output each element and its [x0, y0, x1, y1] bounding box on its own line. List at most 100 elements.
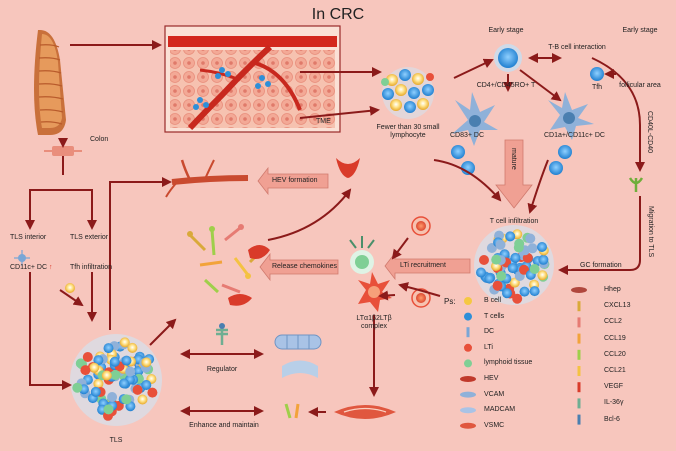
cell-dot	[110, 370, 121, 380]
lt-complex-label: LTα1β2LTβ complex	[356, 315, 392, 330]
cell-dot	[101, 370, 112, 381]
legend-item-label: VSMC	[484, 421, 505, 429]
colon-illustration	[34, 30, 66, 135]
ccl20-icon	[577, 349, 581, 360]
cell-dot	[103, 404, 114, 415]
cell-dot	[133, 366, 144, 376]
legend-item-label: VEGF	[604, 383, 624, 391]
legend-item-label: VCAM	[484, 390, 505, 398]
legend-item-label: MADCAM	[484, 406, 516, 414]
cell-dot	[529, 286, 540, 297]
cell-dot	[137, 394, 148, 405]
lti-complex-cell	[358, 272, 392, 312]
cd83-dc-cell	[452, 92, 498, 146]
hev-formation-arrow	[257, 166, 329, 196]
cell-dot	[72, 382, 83, 393]
regulator-label: Regulator	[206, 366, 238, 373]
hhep-icon	[571, 287, 587, 293]
cell-dot	[510, 252, 521, 263]
lymphoid-tissue-icon	[464, 359, 472, 368]
t-cell-infiltration-label: T cell infiltration	[489, 218, 539, 225]
cell-dot	[147, 387, 158, 398]
cell-dot	[519, 264, 529, 275]
ccl21-icon	[577, 366, 581, 376]
cd4-t-cell	[494, 44, 522, 72]
cell-dot	[93, 378, 104, 389]
enhance-maintain-label: Enhance and maintain	[189, 422, 259, 429]
legend-item-label: Hhep	[604, 286, 621, 293]
tls-label: TLS	[109, 437, 123, 444]
tls-interior-label: TLS interior	[10, 234, 47, 241]
release-chemokines-arrow	[259, 252, 339, 282]
t-cell-icon	[464, 312, 472, 321]
tb-interaction-label: T-B cell interaction	[548, 44, 606, 51]
cd4-cd45ro-label: CD4+/CD45RO+ T	[476, 82, 536, 89]
bcl6-receptor-symbol	[628, 177, 644, 192]
ccl19-icon	[577, 333, 581, 344]
legend-item-label: CXCL13	[604, 302, 631, 310]
cell-dot	[529, 264, 540, 274]
cell-dot	[537, 242, 547, 252]
cell-dot	[109, 356, 120, 367]
cell-dot	[103, 343, 114, 354]
cell-dot	[127, 342, 138, 353]
chemokine-pair-bottom	[284, 403, 300, 419]
t-cells-infiltration-left	[451, 145, 475, 175]
legend-item-label: B cell	[484, 297, 502, 304]
vegf-symbol	[336, 158, 360, 178]
small-lymphocyte-cluster	[381, 67, 434, 119]
cell-dot	[495, 239, 506, 250]
cell-dot	[90, 386, 101, 397]
vcam-symbol	[274, 334, 322, 350]
cd11c-dc-icon-small	[14, 250, 30, 266]
legend-item-label: HEV	[484, 375, 499, 382]
legend-item-label: lymphoid tissue	[484, 359, 533, 367]
legend-item-label: T cells	[484, 312, 505, 320]
lti-icon	[464, 343, 472, 352]
cd83-dc-label: CD83+ DC	[450, 132, 485, 139]
cell-dot	[484, 273, 495, 284]
bcl6-icon	[577, 414, 581, 425]
hev-formation-label: HEV formation	[272, 177, 318, 184]
tls-exterior-label: TLS exterior	[70, 234, 109, 241]
cell-dot	[496, 271, 507, 281]
cell-dot	[502, 288, 512, 299]
legend-item-label: CCL20	[604, 350, 626, 358]
cd11c-dc-label: CD11c+ DC ↑	[10, 264, 53, 271]
cell-dot	[119, 378, 129, 389]
gc-cluster	[474, 225, 554, 305]
cell-dot	[512, 293, 523, 304]
cd1a-dc-cell	[548, 92, 594, 140]
legend-item-label: DC	[484, 328, 495, 336]
madcam-symbol	[282, 360, 318, 378]
cell-dot	[82, 352, 93, 362]
tfh-top-label: Tfh	[591, 84, 603, 91]
legend-item-label: Bcl-6	[604, 415, 620, 423]
cxcl13-icon	[577, 301, 581, 312]
colon-label: Colon	[90, 136, 109, 143]
lymphoid-tissue-cell	[349, 236, 375, 274]
cell-dot	[491, 254, 502, 265]
cell-dot	[505, 231, 516, 242]
cell-dot	[479, 255, 489, 265]
tls-cluster	[70, 334, 162, 426]
cell-dot	[80, 365, 91, 376]
b-cell-icon	[464, 297, 472, 305]
cell-dot	[132, 384, 143, 395]
cell-dot	[141, 380, 152, 390]
release-chemokines-label: Release chemokines	[272, 263, 337, 270]
cell-dot	[522, 252, 533, 263]
follicular-area-label: follicular area	[619, 82, 661, 89]
cell-dot	[513, 242, 524, 253]
cell-dot	[107, 392, 118, 402]
cell-dot	[527, 243, 538, 254]
vsmc-symbol	[334, 405, 396, 419]
madcam-icon	[460, 407, 476, 414]
t-cells-infiltration-right	[549, 145, 572, 175]
hev-icon	[460, 376, 476, 382]
vegf-icon	[577, 382, 581, 393]
early-stage-left-label: Early stage	[488, 27, 524, 34]
tme-box	[164, 25, 341, 133]
cell-dot	[525, 233, 536, 244]
